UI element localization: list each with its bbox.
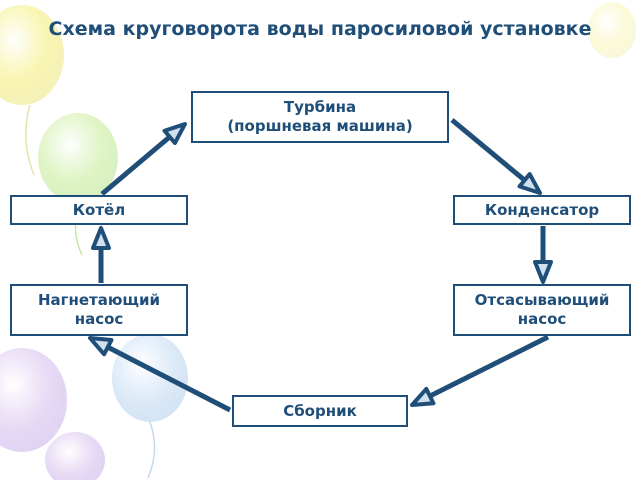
arrow-head [517,172,542,195]
node-turbine: Турбина (поршневая машина) [191,91,449,143]
node-condenser-label: Конденсатор [484,200,600,219]
arrow-shaft [428,334,550,399]
balloon-blue [112,334,188,422]
node-feed-pump-sublabel: насос [74,310,124,328]
balloon-purple-small [45,432,105,480]
node-feed-pump-label: Нагнетающий [37,291,161,309]
node-turbine-sublabel: (поршневая машина) [227,117,413,135]
arrow-turbine-to-condenser [450,118,542,195]
node-boiler-label: Котёл [72,200,126,219]
arrow-condenser-to-extpump [533,226,553,284]
arrow-shaft [450,118,527,183]
node-turbine-label: Турбина [283,98,357,116]
arrow-head [88,336,114,357]
page-title: Схема круговорота воды паросиловой устан… [48,18,592,40]
node-boiler: Котёл [10,195,188,225]
node-collector: Сборник [232,395,408,427]
balloon-string [25,104,35,176]
arrow-head [533,260,553,284]
node-extraction-pump: Отсасывающий насос [453,284,631,336]
arrow-head [91,226,111,250]
node-extraction-pump-sublabel: насос [517,310,567,328]
arrow-extpump-to-collector [410,334,550,407]
node-extraction-pump-label: Отсасывающий [474,291,610,309]
arrow-shaft [100,134,172,196]
balloon-string [147,421,156,479]
arrow-feedpump-to-boiler [91,226,111,283]
balloon-green [38,113,118,203]
balloon-yellow [0,5,64,105]
arrow-shaft [106,344,232,413]
node-condenser: Конденсатор [453,195,631,225]
arrow-head [410,386,436,407]
arrow-head [162,122,187,146]
arrow-boiler-to-turbine [100,122,187,196]
balloon-purple [0,348,67,452]
balloon-yellow-right [588,2,636,58]
node-collector-label: Сборник [283,401,357,420]
arrow-collector-to-feedpump [88,336,232,413]
node-feed-pump: Нагнетающий насос [10,284,188,336]
